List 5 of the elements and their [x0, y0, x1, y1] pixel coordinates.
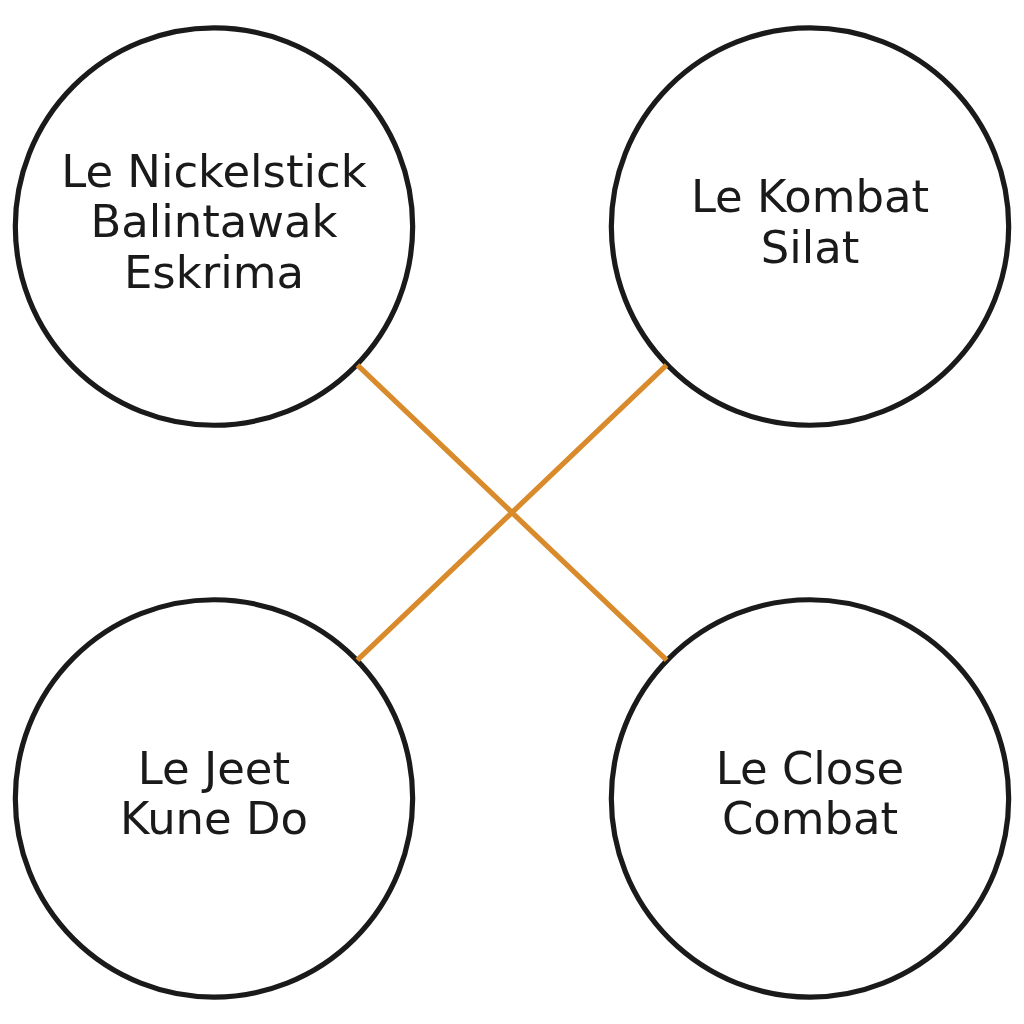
connector: [355, 362, 669, 662]
node-circle: Le Kombat Silat: [608, 24, 1012, 428]
node-circle: Le Nickelstick Balintawak Eskrima: [12, 24, 416, 428]
node-circle: Le Close Combat: [608, 596, 1012, 1000]
node-circle: Le Jeet Kune Do: [12, 596, 416, 1000]
